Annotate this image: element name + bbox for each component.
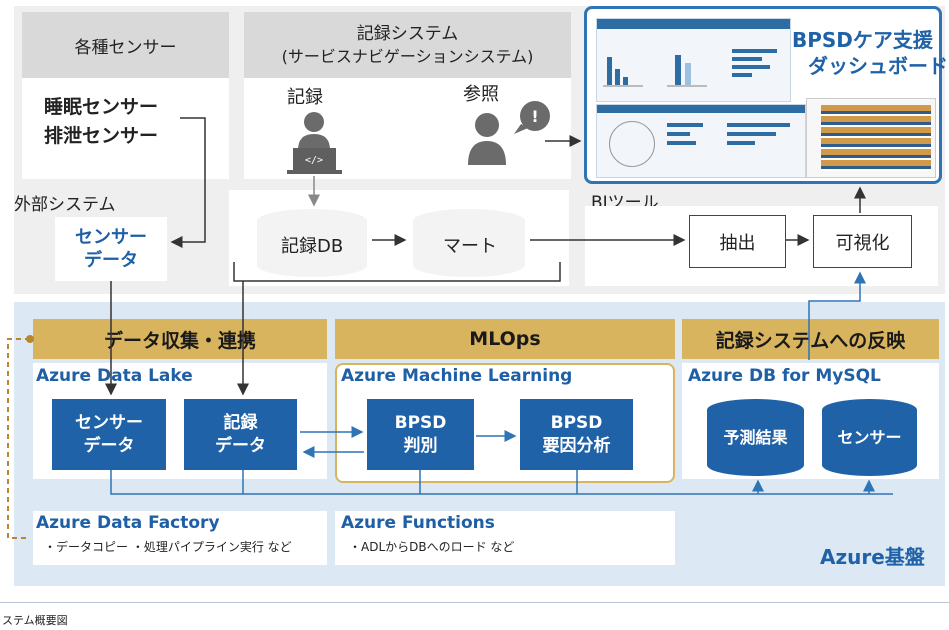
functions-panel <box>335 511 675 565</box>
external-sensor-data-line2: データ <box>84 250 138 271</box>
node-record-data-line2: データ <box>215 435 266 456</box>
node-bpsd-factor-line2: 要因分析 <box>542 435 611 456</box>
excretion-sensor-label: 排泄センサー <box>44 125 159 147</box>
node-sensor-data-line1: センサー <box>75 412 143 433</box>
caption-divider <box>0 602 949 603</box>
node-bpsd-classify-line1: BPSD <box>394 412 447 433</box>
node-record-data: 記録 データ <box>184 399 297 470</box>
functions-title: Azure Functions <box>341 513 495 533</box>
node-record-data-line1: 記録 <box>223 412 258 433</box>
dashboard-thumbnail-2 <box>596 104 806 178</box>
node-bpsd-classify-line2: 判別 <box>403 435 438 456</box>
node-prediction-result: 予測結果 <box>707 399 804 476</box>
header-reflect: 記録システムへの反映 <box>682 319 939 359</box>
node-bpsd-factor: BPSD 要因分析 <box>520 399 633 470</box>
node-bpsd-classify: BPSD 判別 <box>367 399 474 470</box>
factory-panel <box>33 511 327 565</box>
record-system-title-line1: 記録システム <box>356 23 459 44</box>
sensors-title: 各種センサー <box>22 12 229 78</box>
header-data-collection: データ収集・連携 <box>33 319 327 359</box>
external-system-label: 外部システム <box>14 195 116 215</box>
dashboard-thumbnail <box>596 18 791 102</box>
factory-desc: ・データコピー ・処理パイプライン実行 など <box>44 540 292 554</box>
record-db-label: 記録DB <box>281 236 344 257</box>
sleep-sensor-label: 睡眠センサー <box>44 96 159 118</box>
factory-title: Azure Data Factory <box>36 513 220 533</box>
node-sensor-data-line2: データ <box>83 435 135 456</box>
record-system-title: 記録システム (サービスナビゲーションシステム) <box>244 12 571 78</box>
mysql-title: Azure DB for MySQL <box>688 366 881 386</box>
record-system-title-line2: (サービスナビゲーションシステム) <box>281 46 534 66</box>
extract-box: 抽出 <box>689 215 786 268</box>
dashboard-title-line1: BPSDケア支援 <box>792 28 933 52</box>
ml-title: Azure Machine Learning <box>341 366 573 386</box>
mart-label: マート <box>443 236 497 257</box>
header-mlops: MLOps <box>335 319 675 359</box>
node-sensor-data: センサー データ <box>52 399 166 470</box>
functions-desc: ・ADLからDBへのロード など <box>349 540 515 554</box>
node-sensor-db: センサー <box>822 399 917 476</box>
dashboard-thumbnail-3 <box>806 98 936 178</box>
dashboard-title-line2: ダッシュボード <box>808 54 948 78</box>
visualize-box: 可視化 <box>813 215 912 268</box>
external-sensor-data-line1: センサー <box>75 226 147 248</box>
record-label: 記録 <box>287 87 323 108</box>
azure-base-label: Azure基盤 <box>820 545 925 569</box>
node-bpsd-factor-line1: BPSD <box>550 412 603 433</box>
datalake-title: Azure Data Lake <box>36 366 193 386</box>
caption: ステム概要図 <box>2 614 68 627</box>
external-sensor-data-box: センサー データ <box>55 217 167 281</box>
refer-label: 参照 <box>463 84 499 105</box>
